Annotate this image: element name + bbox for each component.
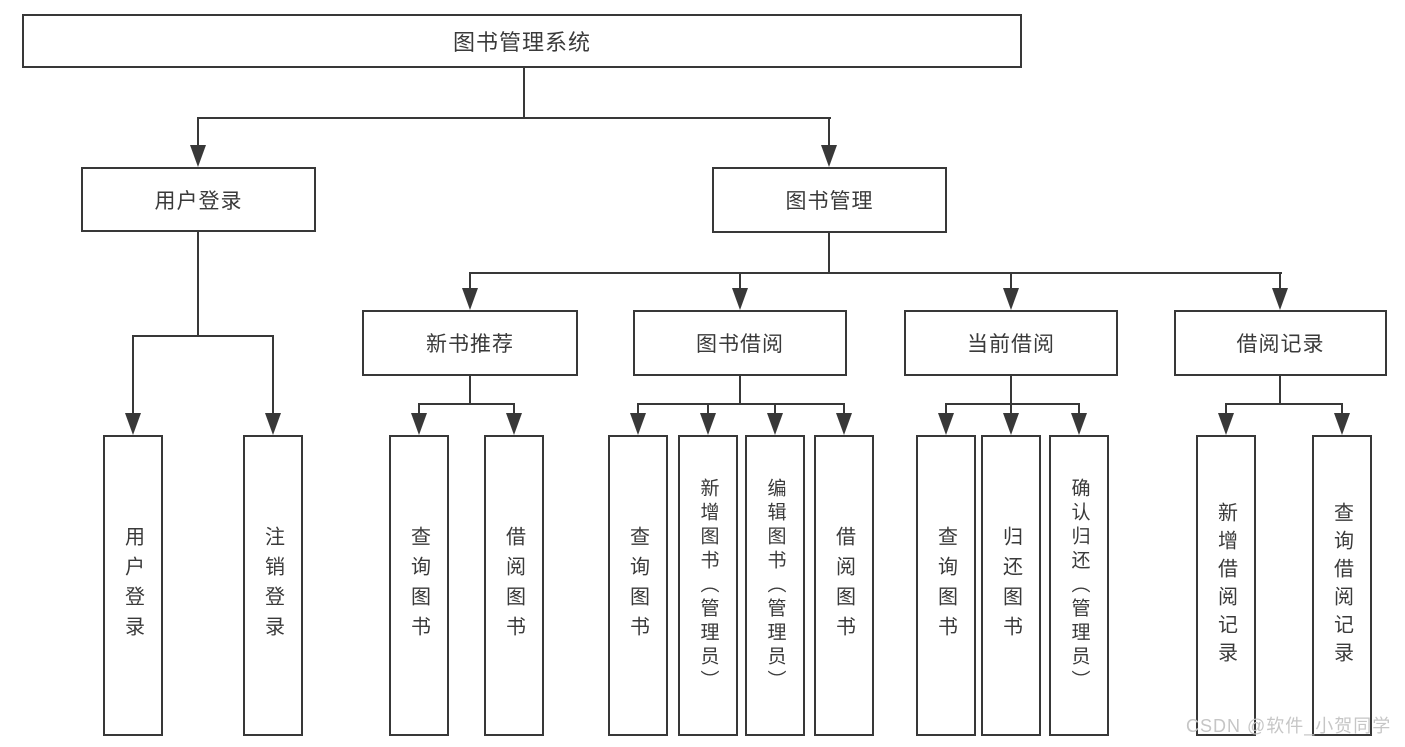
arrow-down-icon bbox=[190, 145, 206, 167]
edge-to-records-stem bbox=[1279, 272, 1281, 290]
edge-recommend-bus bbox=[419, 403, 515, 405]
leaf-label: 查询借阅记录 bbox=[1330, 501, 1353, 670]
leaf-borrow-books: 借阅图书 bbox=[814, 435, 874, 736]
arrow-down-icon bbox=[700, 413, 716, 435]
edge-root-stem bbox=[523, 68, 525, 119]
leaf-confirm-return-admin: 确认归还（管理员） bbox=[1049, 435, 1109, 736]
node-user-login: 用户登录 bbox=[81, 167, 316, 232]
arrow-down-icon bbox=[411, 413, 427, 435]
node-book-management: 图书管理 bbox=[712, 167, 947, 233]
arrow-down-icon bbox=[462, 288, 478, 310]
leaf-label: 新增图书（管理员） bbox=[697, 477, 719, 694]
node-label: 新书推荐 bbox=[426, 333, 514, 356]
edge-current-bus bbox=[946, 403, 1080, 405]
leaf-query-books: 查询图书 bbox=[916, 435, 976, 736]
edge-borrow-bus bbox=[637, 403, 845, 405]
arrow-down-icon bbox=[836, 413, 852, 435]
node-borrow-records: 借阅记录 bbox=[1174, 310, 1387, 376]
arrow-down-icon bbox=[1003, 288, 1019, 310]
edge-to-leaf-stem bbox=[1341, 403, 1343, 415]
edge-to-recommend-stem bbox=[469, 272, 471, 290]
edge-user-login-stem bbox=[197, 232, 199, 337]
edge-to-borrow-stem bbox=[739, 272, 741, 290]
edge-to-leaf-stem bbox=[272, 335, 274, 415]
arrow-down-icon bbox=[1272, 288, 1288, 310]
edge-records-stem bbox=[1279, 376, 1281, 405]
edge-to-leaf-stem bbox=[1078, 403, 1080, 415]
node-label: 当前借阅 bbox=[967, 333, 1055, 356]
arrow-down-icon bbox=[1003, 413, 1019, 435]
node-root-system: 图书管理系统 bbox=[22, 14, 1022, 68]
arrow-down-icon bbox=[1334, 413, 1350, 435]
edge-to-current-stem bbox=[1010, 272, 1012, 290]
leaf-add-borrow-record: 新增借阅记录 bbox=[1196, 435, 1256, 736]
leaf-return-books: 归还图书 bbox=[981, 435, 1041, 736]
edge-to-leaf-stem bbox=[1225, 403, 1227, 415]
leaf-label: 注销登录 bbox=[261, 525, 284, 646]
edge-user-login-bus bbox=[132, 335, 274, 337]
edge-borrow-stem bbox=[739, 376, 741, 405]
arrow-down-icon bbox=[732, 288, 748, 310]
arrow-down-icon bbox=[1071, 413, 1087, 435]
leaf-borrow-books: 借阅图书 bbox=[484, 435, 544, 736]
edge-to-leaf-stem bbox=[945, 403, 947, 415]
edge-root-bus bbox=[197, 117, 831, 119]
node-label: 图书管理系统 bbox=[452, 30, 591, 55]
edge-to-user-login-stem bbox=[197, 117, 199, 147]
leaf-edit-books-admin: 编辑图书（管理员） bbox=[745, 435, 805, 736]
node-label: 用户登录 bbox=[154, 189, 243, 213]
leaf-logout: 注销登录 bbox=[243, 435, 303, 736]
edge-to-leaf-stem bbox=[513, 403, 515, 415]
arrow-down-icon bbox=[767, 413, 783, 435]
node-label: 借阅记录 bbox=[1236, 333, 1325, 356]
arrow-down-icon bbox=[938, 413, 954, 435]
leaf-label: 查询图书 bbox=[407, 525, 430, 646]
leaf-add-books-admin: 新增图书（管理员） bbox=[678, 435, 738, 736]
arrow-down-icon bbox=[1218, 413, 1234, 435]
edge-to-leaf-stem bbox=[1010, 403, 1012, 415]
csdn-watermark: CSDN @软件_小贺同学 bbox=[1186, 716, 1392, 736]
leaf-label: 借阅图书 bbox=[502, 525, 525, 646]
leaf-query-books: 查询图书 bbox=[608, 435, 668, 736]
edge-to-leaf-stem bbox=[132, 335, 134, 415]
edge-to-leaf-stem bbox=[637, 403, 639, 415]
edge-current-stem bbox=[1010, 376, 1012, 405]
arrow-down-icon bbox=[265, 413, 281, 435]
edge-to-leaf-stem bbox=[774, 403, 776, 415]
node-new-book-recommend: 新书推荐 bbox=[362, 310, 578, 376]
leaf-label: 新增借阅记录 bbox=[1214, 501, 1237, 670]
edge-records-bus bbox=[1226, 403, 1343, 405]
arrow-down-icon bbox=[125, 413, 141, 435]
node-current-borrow: 当前借阅 bbox=[904, 310, 1118, 376]
leaf-query-borrow-record: 查询借阅记录 bbox=[1312, 435, 1372, 736]
node-label: 图书借阅 bbox=[696, 333, 784, 356]
arrow-down-icon bbox=[506, 413, 522, 435]
edge-to-book-management-stem bbox=[828, 117, 830, 147]
edge-to-leaf-stem bbox=[843, 403, 845, 415]
leaf-query-books: 查询图书 bbox=[389, 435, 449, 736]
leaf-label: 借阅图书 bbox=[832, 525, 855, 646]
leaf-label: 确认归还（管理员） bbox=[1068, 477, 1090, 694]
leaf-label: 编辑图书（管理员） bbox=[764, 477, 786, 694]
arrow-down-icon bbox=[821, 145, 837, 167]
edge-to-leaf-stem bbox=[707, 403, 709, 415]
leaf-label: 用户登录 bbox=[121, 525, 144, 646]
edge-recommend-stem bbox=[469, 376, 471, 405]
node-book-borrow: 图书借阅 bbox=[633, 310, 847, 376]
leaf-label: 查询图书 bbox=[626, 525, 649, 646]
edge-to-leaf-stem bbox=[418, 403, 420, 415]
leaf-label: 归还图书 bbox=[999, 525, 1022, 646]
leaf-label: 查询图书 bbox=[934, 525, 957, 646]
leaf-user-login: 用户登录 bbox=[103, 435, 163, 736]
edge-book-management-stem bbox=[828, 232, 830, 274]
arrow-down-icon bbox=[630, 413, 646, 435]
node-label: 图书管理 bbox=[785, 190, 874, 213]
edge-book-management-bus bbox=[470, 272, 1282, 274]
